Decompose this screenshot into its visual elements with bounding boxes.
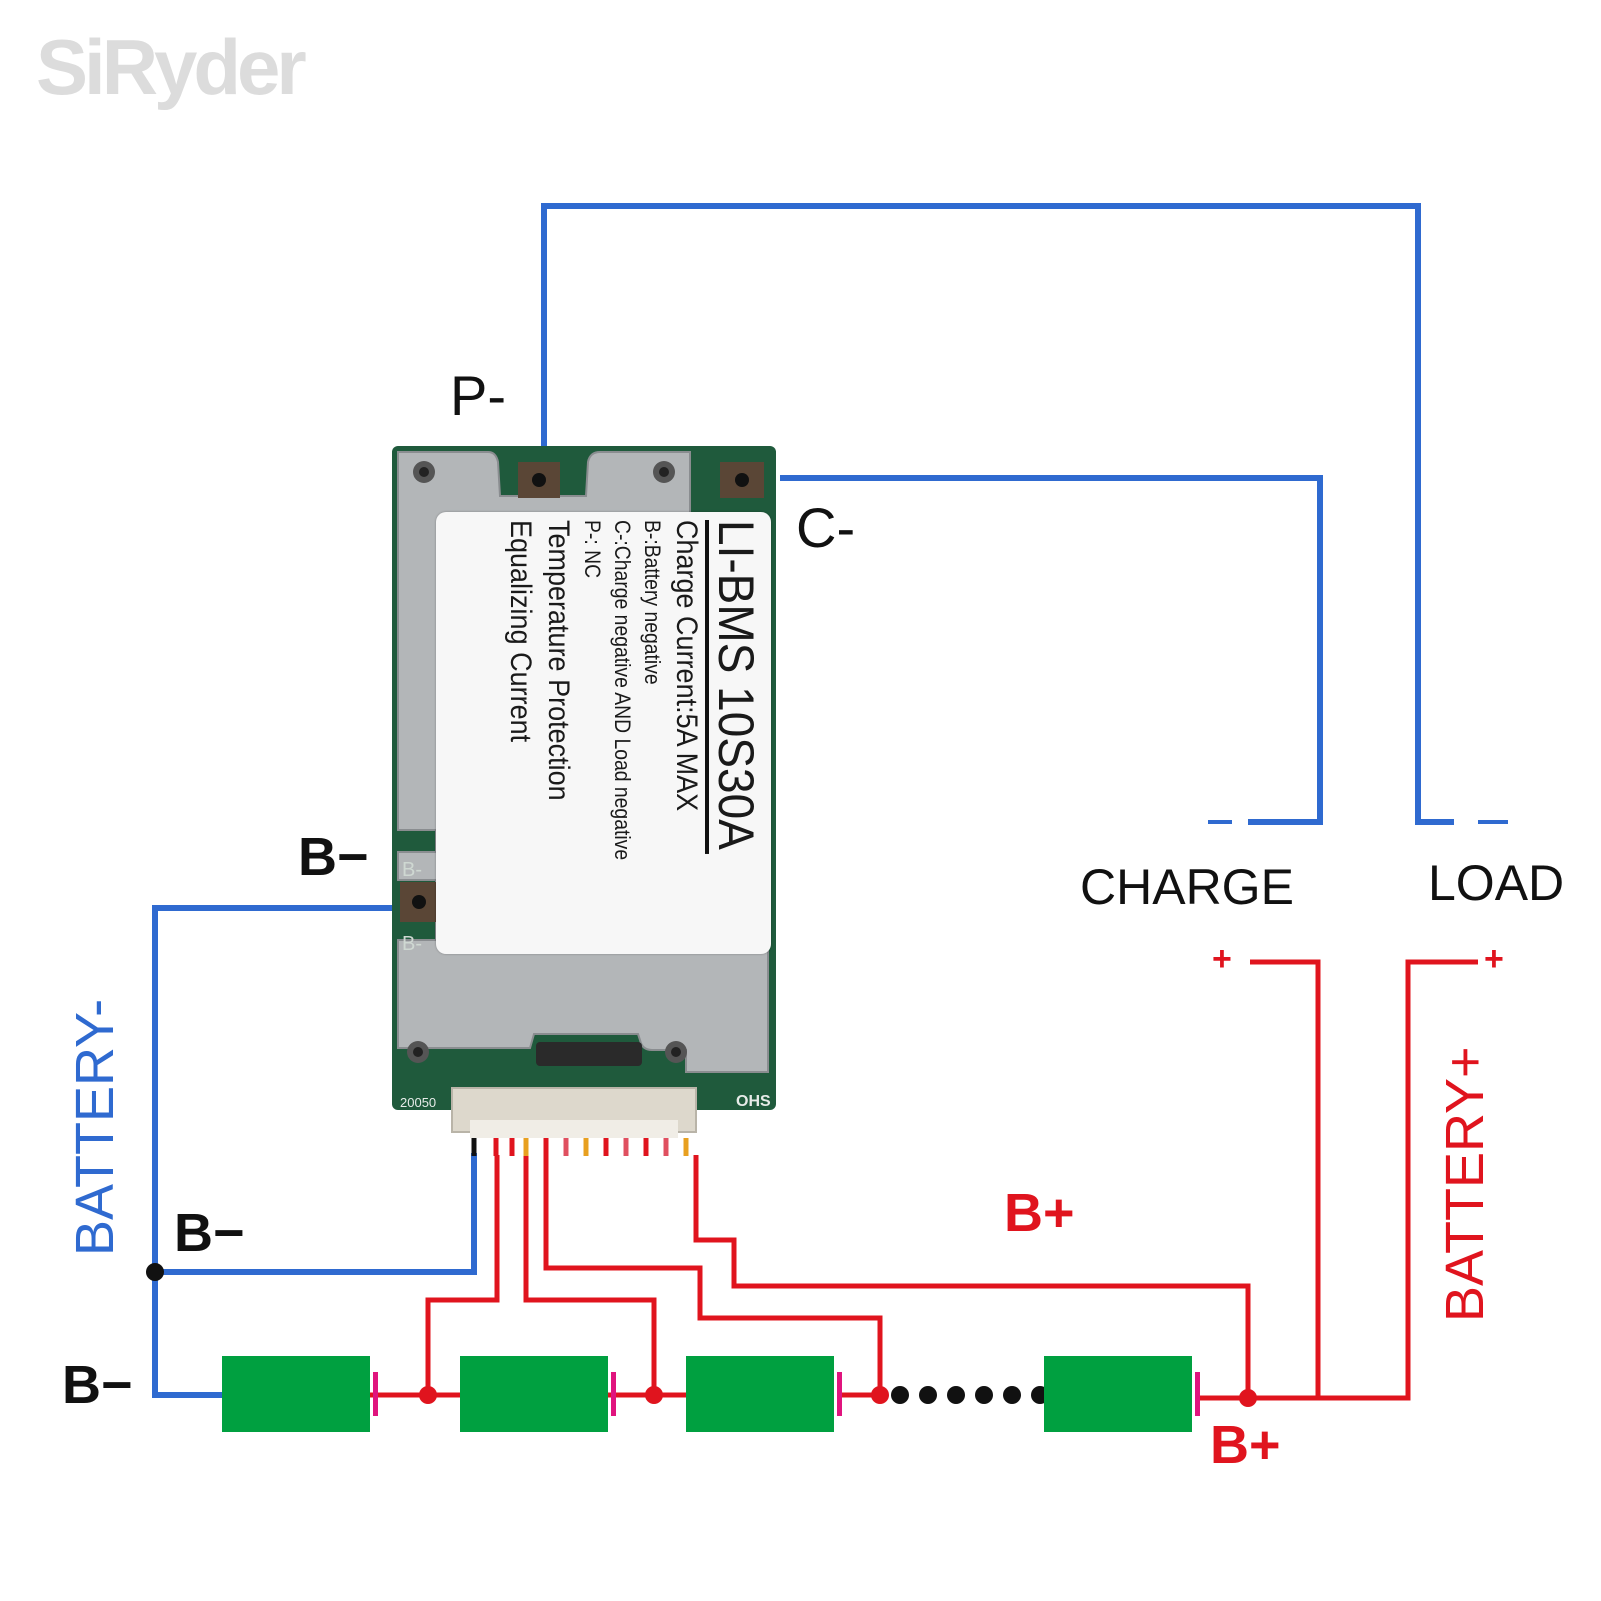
- label-b-minus-board: B−: [298, 827, 369, 887]
- load-plus-sign: +: [1484, 940, 1504, 978]
- b-minus-board-wire: [152, 905, 392, 1398]
- ellipsis-dots: [891, 1386, 1049, 1404]
- sticker-line-b-minus: B-:Battery negative: [640, 520, 665, 685]
- watermark-logo: SiRyder: [36, 23, 307, 111]
- sticker-line-charge-current: Charge Current:5A MAX: [670, 520, 703, 812]
- balance-connector-slot: [536, 1042, 642, 1066]
- p-minus-wire: [541, 203, 1454, 825]
- sticker-line-equalizing: Equalizing Current: [504, 520, 537, 743]
- junction-last: [1239, 1389, 1257, 1407]
- junction-1: [419, 1386, 437, 1404]
- label-p-minus: P-: [450, 364, 506, 427]
- cell2-tap: [523, 1155, 657, 1395]
- battery-cell-last: [1044, 1356, 1192, 1432]
- board-code: 20050: [400, 1095, 437, 1110]
- sticker-title: LI-BMS 10S30A: [705, 520, 764, 854]
- cell-last-tap: [693, 1155, 1251, 1395]
- battery-cells: [222, 1356, 1200, 1432]
- red-wires: [370, 959, 1478, 1401]
- b-minus-balance-wire: [155, 1153, 477, 1275]
- sticker-line-p-minus: P-: NC: [580, 520, 605, 579]
- label-charge: CHARGE: [1080, 859, 1294, 915]
- label-battery-minus: BATTERY-: [65, 998, 125, 1256]
- label-battery-plus: BATTERY+: [1435, 1046, 1495, 1322]
- junction-3: [871, 1386, 889, 1404]
- label-b-minus-bottom: B−: [62, 1355, 133, 1415]
- label-c-minus: C-: [796, 496, 856, 559]
- battery-cell-1: [222, 1356, 370, 1432]
- board-pad-b1-label: B-: [402, 859, 422, 881]
- cell1-tap: [425, 1155, 500, 1395]
- label-b-plus-mid: B+: [1004, 1183, 1075, 1243]
- sticker-text-block: LI-BMS 10S30A Charge Current:5A MAX B-:B…: [436, 512, 771, 954]
- label-b-plus-bottom: B+: [1210, 1415, 1281, 1475]
- charge-plus-wire: [1250, 959, 1321, 1398]
- blue-wires: [152, 203, 1454, 1398]
- battery-cell-2: [460, 1356, 608, 1432]
- label-load: LOAD: [1428, 855, 1565, 911]
- label-b-minus-mid: B−: [174, 1203, 245, 1263]
- board-pad-b2-label: B-: [402, 933, 422, 955]
- sticker-line-c-minus: C-:Charge negative AND Load negative: [610, 520, 635, 861]
- charge-plus-sign: +: [1212, 940, 1232, 978]
- c-minus-wire: [780, 475, 1323, 825]
- cell3-tap: [543, 1155, 883, 1395]
- junction-2: [645, 1386, 663, 1404]
- sticker-line-temperature: Temperature Protection: [542, 520, 575, 801]
- battery-cell-3: [686, 1356, 834, 1432]
- b-minus-junction: [146, 1263, 164, 1281]
- load-plus-wire: [1200, 959, 1478, 1401]
- bms-label-sticker: LI-BMS 10S30A Charge Current:5A MAX B-:B…: [436, 512, 771, 954]
- board-rohs: OHS: [736, 1093, 771, 1110]
